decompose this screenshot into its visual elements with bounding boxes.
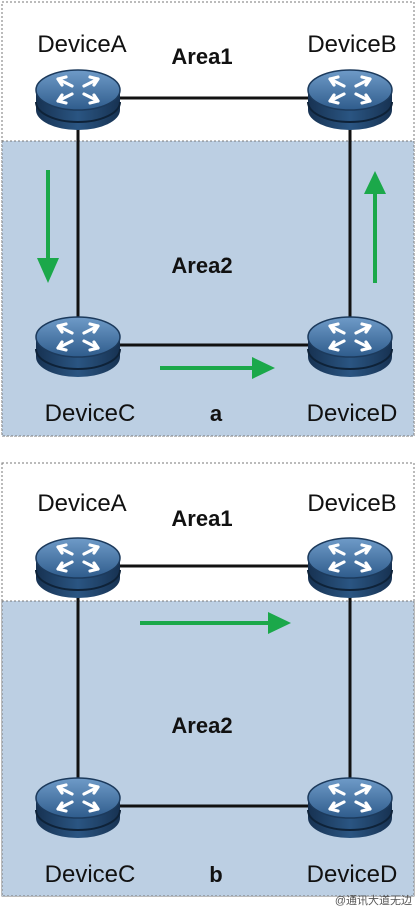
device-b-label: DeviceB [307,490,396,517]
area2-region [1,140,415,437]
area1-label: Area1 [171,44,232,69]
flow-arrow [364,171,386,283]
area2-label: Area2 [171,253,232,278]
device-a-label: DeviceA [37,490,126,517]
area1-label: Area1 [171,506,232,531]
device-d-label: DeviceD [307,861,398,888]
device-d-label: DeviceD [307,400,398,427]
device-a-label: DeviceA [37,31,126,58]
panel-label: a [210,401,223,426]
panel-a: DeviceA DeviceB DeviceC DeviceD Area1 Ar… [1,1,415,437]
router-icon [34,536,122,600]
device-c-label: DeviceC [45,861,136,888]
device-c-label: DeviceC [45,400,136,427]
area2-label: Area2 [171,713,232,738]
flow-arrow [160,357,275,379]
router-icon [306,68,394,132]
router-icon [306,776,394,840]
router-icon [34,776,122,840]
router-icon [306,536,394,600]
router-icon [306,315,394,379]
panel-label: b [209,862,222,887]
flow-arrow [140,612,291,634]
watermark: @通讯大道无边 [335,893,412,907]
flow-arrow [37,170,59,283]
area2-region [1,600,415,897]
router-icon [34,68,122,132]
panel-b: DeviceA DeviceB DeviceC DeviceD Area1 Ar… [1,462,415,897]
router-icon [34,315,122,379]
device-b-label: DeviceB [307,31,396,58]
